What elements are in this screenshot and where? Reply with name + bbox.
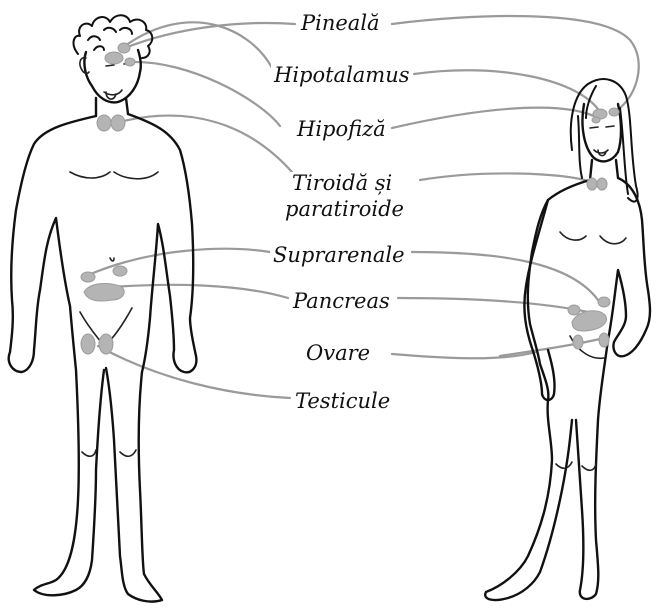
leader-pineal-female [392,16,639,112]
female-adrenal-gland-left [568,305,580,315]
female-figure [485,79,650,600]
male-navel [110,258,114,261]
male-pituitary-gland [125,58,135,66]
label-hypothalamus: Hipotalamus [271,64,413,86]
label-pituitary: Hipofiză [294,118,389,140]
male-mouth [104,90,122,99]
male-adrenal-gland-left [81,272,95,282]
label-pancreas: Pancreas [290,290,393,312]
leader-adrenal-female [412,252,598,300]
label-ovaries: Ovare [303,342,373,364]
leader-thyroid-male [112,116,292,172]
female-knee [556,462,596,470]
label-pineal: Pineală [298,12,383,34]
female-eyes [590,126,614,128]
male-chest [70,172,158,179]
male-thyroid-gland-right [111,115,125,131]
male-knees [82,450,136,456]
female-adrenal-gland-right [598,297,610,307]
leader-testes-male [98,346,290,398]
female-pineal-gland [609,108,619,116]
leader-pituitary-female [392,108,598,128]
female-chest [560,232,626,244]
male-testis-left [81,334,95,354]
leader-pancreas-female [398,298,588,312]
female-thyroid-gland-right [597,178,607,190]
female-thyroid-gland-left [587,178,597,190]
female-body-right [576,160,650,599]
male-figure [9,15,197,601]
label-thyroid-line2: paratiroide [282,198,407,220]
male-torso [9,116,104,595]
leader-hypothalamus-female [414,70,600,112]
female-pituitary-gland [592,117,600,123]
male-pancreas-gland [84,284,124,302]
female-body-left [485,160,592,600]
male-pineal-gland [118,43,130,53]
label-testes: Testicule [292,390,393,412]
female-ovary-right [599,333,609,347]
label-thyroid-line1: Tiroidă și [289,172,395,194]
male-adrenal-gland-right [113,266,127,276]
male-testis-right [99,334,113,354]
leader-pancreas-male [100,285,288,298]
female-mouth [594,150,608,156]
leader-thyroid-female [420,173,592,182]
male-hypothalamus-gland [105,52,123,64]
leader-ovaries-female-b [500,338,604,356]
female-ovary-left [573,335,583,349]
label-adrenal: Suprarenale [270,244,408,266]
male-thyroid-gland-left [97,115,111,131]
